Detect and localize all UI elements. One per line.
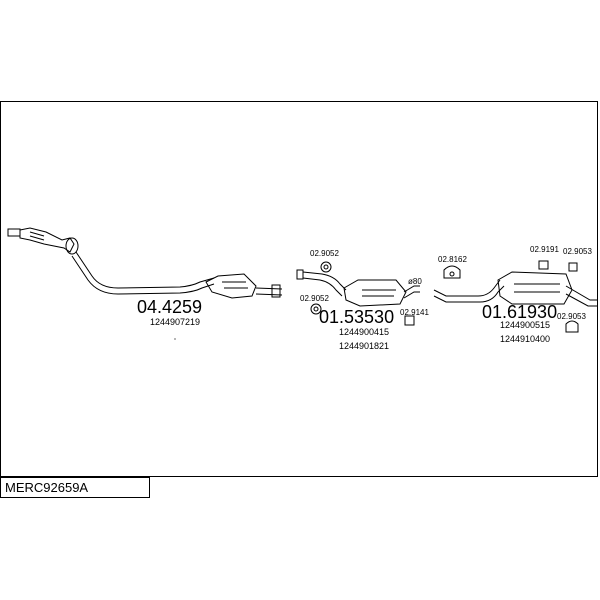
- accessory-a5-label: 02.9191: [530, 245, 559, 254]
- manifold-flange: [7, 228, 21, 237]
- converter-ribs: [29, 231, 45, 241]
- group-1-oem-1: 1244907219: [150, 317, 201, 327]
- center-silencer-1-ribs: [222, 281, 248, 289]
- accessory-a2-label: 02.9052: [300, 294, 329, 303]
- group-2-oem-2: 1244901821: [339, 341, 390, 351]
- accessory-a1-label: 02.9052: [310, 249, 339, 258]
- accessory-a7-part: [565, 320, 579, 333]
- accessory-a3-label: 02.9141: [400, 308, 429, 317]
- center-silencer-1-tail: [255, 287, 283, 296]
- accessory-a2-part: [310, 303, 322, 315]
- group-1-part-number: 04.4259: [137, 297, 203, 317]
- rear-tailpipe: [565, 285, 598, 307]
- rear-silencer-ribs: [514, 283, 560, 293]
- accessory-a4-part: [443, 265, 461, 279]
- front-pipe-lower: [71, 255, 215, 295]
- drawing-frame: [0, 101, 598, 477]
- center-pipe-inlet: [302, 271, 347, 297]
- accessory-a3-part: [404, 315, 415, 326]
- center-silencer-2-ribs: [362, 289, 396, 297]
- accessory-a6-label: 02.9053: [563, 247, 592, 256]
- rear-pipe-inlet: [433, 279, 505, 303]
- rear-silencer-body: [497, 271, 573, 305]
- front-pipe-upper: [75, 251, 215, 289]
- pipe-size-label: ø80: [408, 277, 422, 286]
- front-pipe-with-catalyst: [7, 227, 215, 295]
- group-3-oem-2: 1244910400: [500, 334, 551, 344]
- center-pipe-flange: [296, 269, 304, 280]
- diagram-code: MERC92659A: [5, 480, 89, 495]
- group-3-oem-1: 1244900515: [500, 320, 551, 330]
- center-silencer-2: [296, 269, 420, 307]
- accessory-a7-label: 02.9053: [557, 312, 586, 321]
- center-silencer-1-body: [205, 273, 257, 299]
- diagram-code-box: MERC92659A: [0, 477, 150, 498]
- center-silencer-1-flange: [271, 284, 281, 298]
- group-2-oem-1: 1244900415: [339, 327, 390, 337]
- center-silencer-1: [205, 273, 283, 299]
- catalytic-converter: [19, 227, 75, 253]
- accessory-a5-part: [538, 260, 549, 270]
- group-2-part-number: 01.53530: [319, 307, 395, 327]
- accessory-parts: [310, 260, 579, 333]
- converter-cone: [65, 237, 79, 255]
- accessory-a4-label: 02.8162: [438, 255, 467, 264]
- rear-silencer: [433, 271, 598, 307]
- accessory-a1-part: [320, 261, 332, 273]
- stray-dot: [174, 338, 176, 340]
- center-silencer-2-outlet: [403, 285, 420, 299]
- accessory-a6-part: [568, 262, 578, 272]
- center-silencer-2-body: [343, 279, 407, 307]
- group-3-part-number: 01.61930: [482, 302, 558, 322]
